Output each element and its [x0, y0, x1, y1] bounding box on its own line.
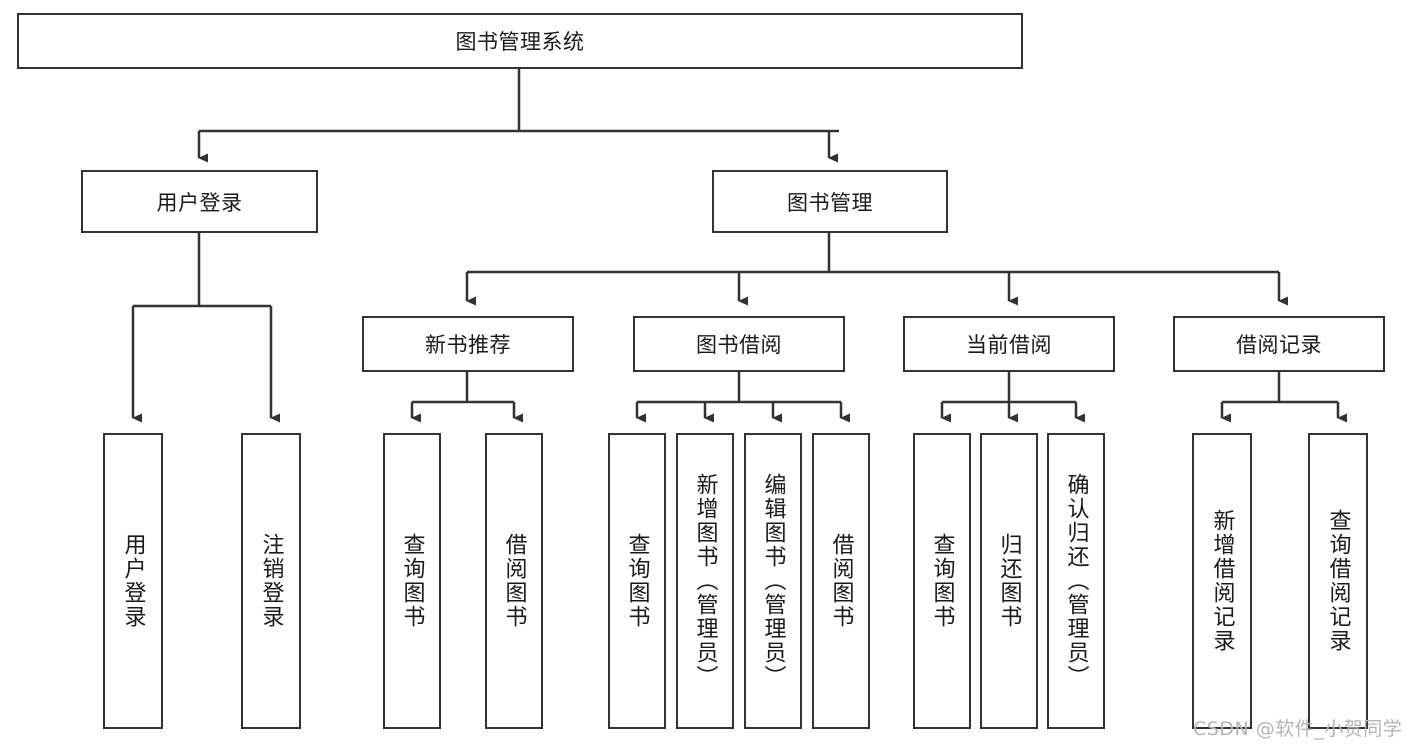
node-new-book-rec-label: 新书推荐 [425, 333, 511, 357]
node-leaf-confirm-return-label: 确认归还（管理员） [1063, 473, 1089, 689]
node-leaf-query-book-1-label: 查询图书 [399, 533, 425, 629]
node-user-login[interactable]: 用户登录 [81, 170, 318, 233]
node-leaf-edit-book-label: 编辑图书（管理员） [760, 473, 786, 689]
node-leaf-add-book-label: 新增图书（管理员） [692, 473, 718, 689]
node-leaf-return-book-label: 归还图书 [996, 533, 1022, 629]
node-leaf-add-record-label: 新增借阅记录 [1209, 509, 1235, 653]
node-leaf-borrow-book-1[interactable]: 借阅图书 [485, 433, 543, 729]
node-leaf-confirm-return[interactable]: 确认归还（管理员） [1047, 433, 1105, 729]
node-leaf-borrow-book-2[interactable]: 借阅图书 [812, 433, 870, 729]
node-leaf-query-book-1[interactable]: 查询图书 [383, 433, 441, 729]
node-leaf-return-book[interactable]: 归还图书 [980, 433, 1038, 729]
node-leaf-borrow-book-2-label: 借阅图书 [828, 533, 854, 629]
node-leaf-user-login-label: 用户登录 [120, 533, 146, 629]
node-root-label: 图书管理系统 [455, 30, 585, 54]
node-leaf-edit-book[interactable]: 编辑图书（管理员） [744, 433, 802, 729]
node-leaf-query-record[interactable]: 查询借阅记录 [1308, 433, 1368, 729]
node-leaf-query-book-3-label: 查询图书 [929, 533, 955, 629]
node-root[interactable]: 图书管理系统 [17, 13, 1023, 69]
node-current-borrow-label: 当前借阅 [966, 333, 1052, 357]
node-leaf-query-book-2[interactable]: 查询图书 [608, 433, 666, 729]
node-book-manage[interactable]: 图书管理 [712, 170, 948, 233]
node-book-borrow-label: 图书借阅 [696, 333, 782, 357]
node-leaf-user-login[interactable]: 用户登录 [103, 433, 163, 729]
node-leaf-user-logout-label: 注销登录 [258, 533, 284, 629]
node-leaf-query-book-3[interactable]: 查询图书 [913, 433, 971, 729]
node-borrow-record[interactable]: 借阅记录 [1173, 316, 1385, 372]
watermark-text: CSDN @软件_小贺同学 [1193, 718, 1403, 740]
node-borrow-record-label: 借阅记录 [1236, 333, 1322, 357]
node-user-login-label: 用户登录 [156, 190, 243, 215]
node-book-borrow[interactable]: 图书借阅 [633, 316, 845, 372]
node-leaf-query-record-label: 查询借阅记录 [1325, 509, 1351, 653]
node-leaf-add-record[interactable]: 新增借阅记录 [1192, 433, 1252, 729]
node-leaf-query-book-2-label: 查询图书 [624, 533, 650, 629]
node-book-manage-label: 图书管理 [787, 190, 873, 215]
node-leaf-borrow-book-1-label: 借阅图书 [501, 533, 527, 629]
node-new-book-rec[interactable]: 新书推荐 [362, 316, 574, 372]
node-leaf-add-book[interactable]: 新增图书（管理员） [676, 433, 734, 729]
node-current-borrow[interactable]: 当前借阅 [903, 316, 1115, 372]
node-leaf-user-logout[interactable]: 注销登录 [241, 433, 301, 729]
